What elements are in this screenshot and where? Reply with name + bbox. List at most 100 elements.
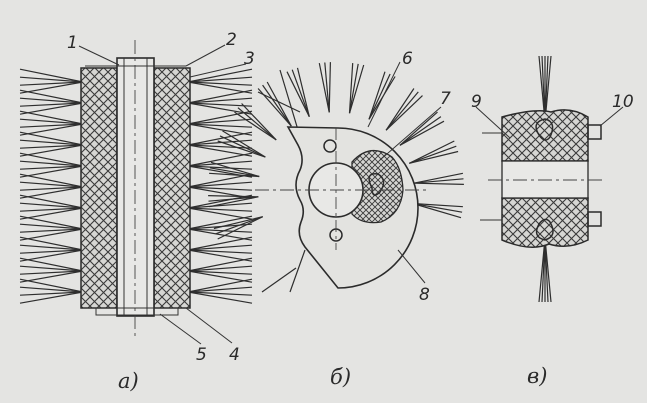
view-b-wire-loop [368, 173, 385, 196]
view-a-bristles [19, 68, 253, 304]
bristle [187, 123, 253, 136]
bristle [19, 144, 84, 149]
bristle [217, 140, 266, 158]
bristle [348, 64, 365, 114]
bristle [187, 110, 253, 125]
bristle [187, 249, 253, 254]
bristle [412, 202, 462, 219]
bristle [296, 67, 310, 117]
bristle [187, 81, 253, 86]
bristle [19, 68, 84, 83]
bristle [409, 140, 455, 164]
bristle [215, 216, 263, 235]
caption-view-a: а) [118, 369, 139, 393]
bristle [187, 76, 253, 83]
view-c-section [480, 55, 604, 303]
bristle [187, 165, 253, 170]
bristle [19, 186, 84, 191]
label-6: 6 [402, 49, 413, 69]
view-c-upper-section [501, 109, 589, 162]
bristle [209, 172, 260, 178]
bristle [187, 257, 253, 272]
view-b-bristles [208, 62, 464, 293]
bristle [19, 118, 84, 125]
bristle [187, 228, 253, 233]
bristle [318, 62, 330, 113]
bristle [368, 73, 391, 120]
view-a-brush-roller [19, 40, 253, 338]
bristle [19, 244, 84, 251]
bristle [328, 62, 331, 113]
bristle [187, 123, 253, 128]
bristle [19, 81, 84, 94]
bristle [19, 202, 84, 209]
bristle [19, 76, 84, 83]
caption-view-c: в) [527, 364, 547, 388]
bristle [19, 181, 84, 188]
bristle [279, 69, 299, 131]
bristle [187, 102, 253, 115]
bristle [19, 291, 84, 304]
bristle [19, 257, 84, 272]
bristle [187, 131, 253, 146]
bristle [19, 173, 84, 188]
bristle [237, 107, 277, 141]
bristle [413, 178, 464, 184]
bristle [19, 139, 84, 146]
bristle [385, 88, 415, 131]
bristle [19, 291, 84, 296]
bristle [187, 152, 253, 167]
bristle [19, 152, 84, 167]
bristle [187, 97, 253, 104]
bristle [187, 181, 253, 188]
bristle [19, 228, 84, 233]
view-c-upper-pin [587, 124, 602, 140]
bristle [187, 202, 253, 209]
bristle [368, 71, 386, 120]
bristle [399, 111, 438, 146]
label-9: 9 [471, 92, 482, 112]
bristle [19, 81, 84, 86]
bristle [19, 102, 84, 107]
bristle [19, 165, 84, 178]
bristle [187, 270, 253, 283]
bristle [19, 186, 84, 199]
view-a-shaft-tube [116, 57, 155, 317]
bristle [187, 102, 253, 107]
bristle [261, 267, 297, 293]
bristle [19, 270, 84, 283]
bristle [210, 161, 260, 178]
bristle [399, 116, 442, 146]
bristle [187, 228, 253, 241]
view-a-left-filler [80, 67, 118, 309]
label-5: 5 [196, 345, 207, 365]
bristle [19, 123, 84, 128]
bristle [187, 160, 253, 167]
label-10: 10 [612, 92, 634, 112]
bristle [19, 207, 84, 220]
label-1: 1 [67, 33, 78, 53]
bristle [222, 130, 266, 158]
bristle [187, 278, 253, 293]
bristle [187, 173, 253, 188]
bristle [19, 123, 84, 136]
bristle [187, 144, 253, 149]
bristle [208, 195, 259, 198]
bristle [187, 207, 253, 220]
bristle [19, 110, 84, 125]
bristle [187, 236, 253, 251]
bristle [208, 196, 259, 208]
bristle [213, 216, 263, 230]
bristle [399, 120, 445, 146]
bristle [19, 97, 84, 104]
view-c-lower-pin [587, 211, 602, 227]
bristle [219, 135, 266, 158]
bristle [187, 291, 253, 304]
bristle [324, 62, 330, 113]
bristle [19, 236, 84, 251]
bristle [187, 270, 253, 275]
bristle [266, 81, 292, 127]
bristle [19, 278, 84, 293]
label-4: 4 [229, 345, 240, 365]
bristle [187, 291, 253, 296]
